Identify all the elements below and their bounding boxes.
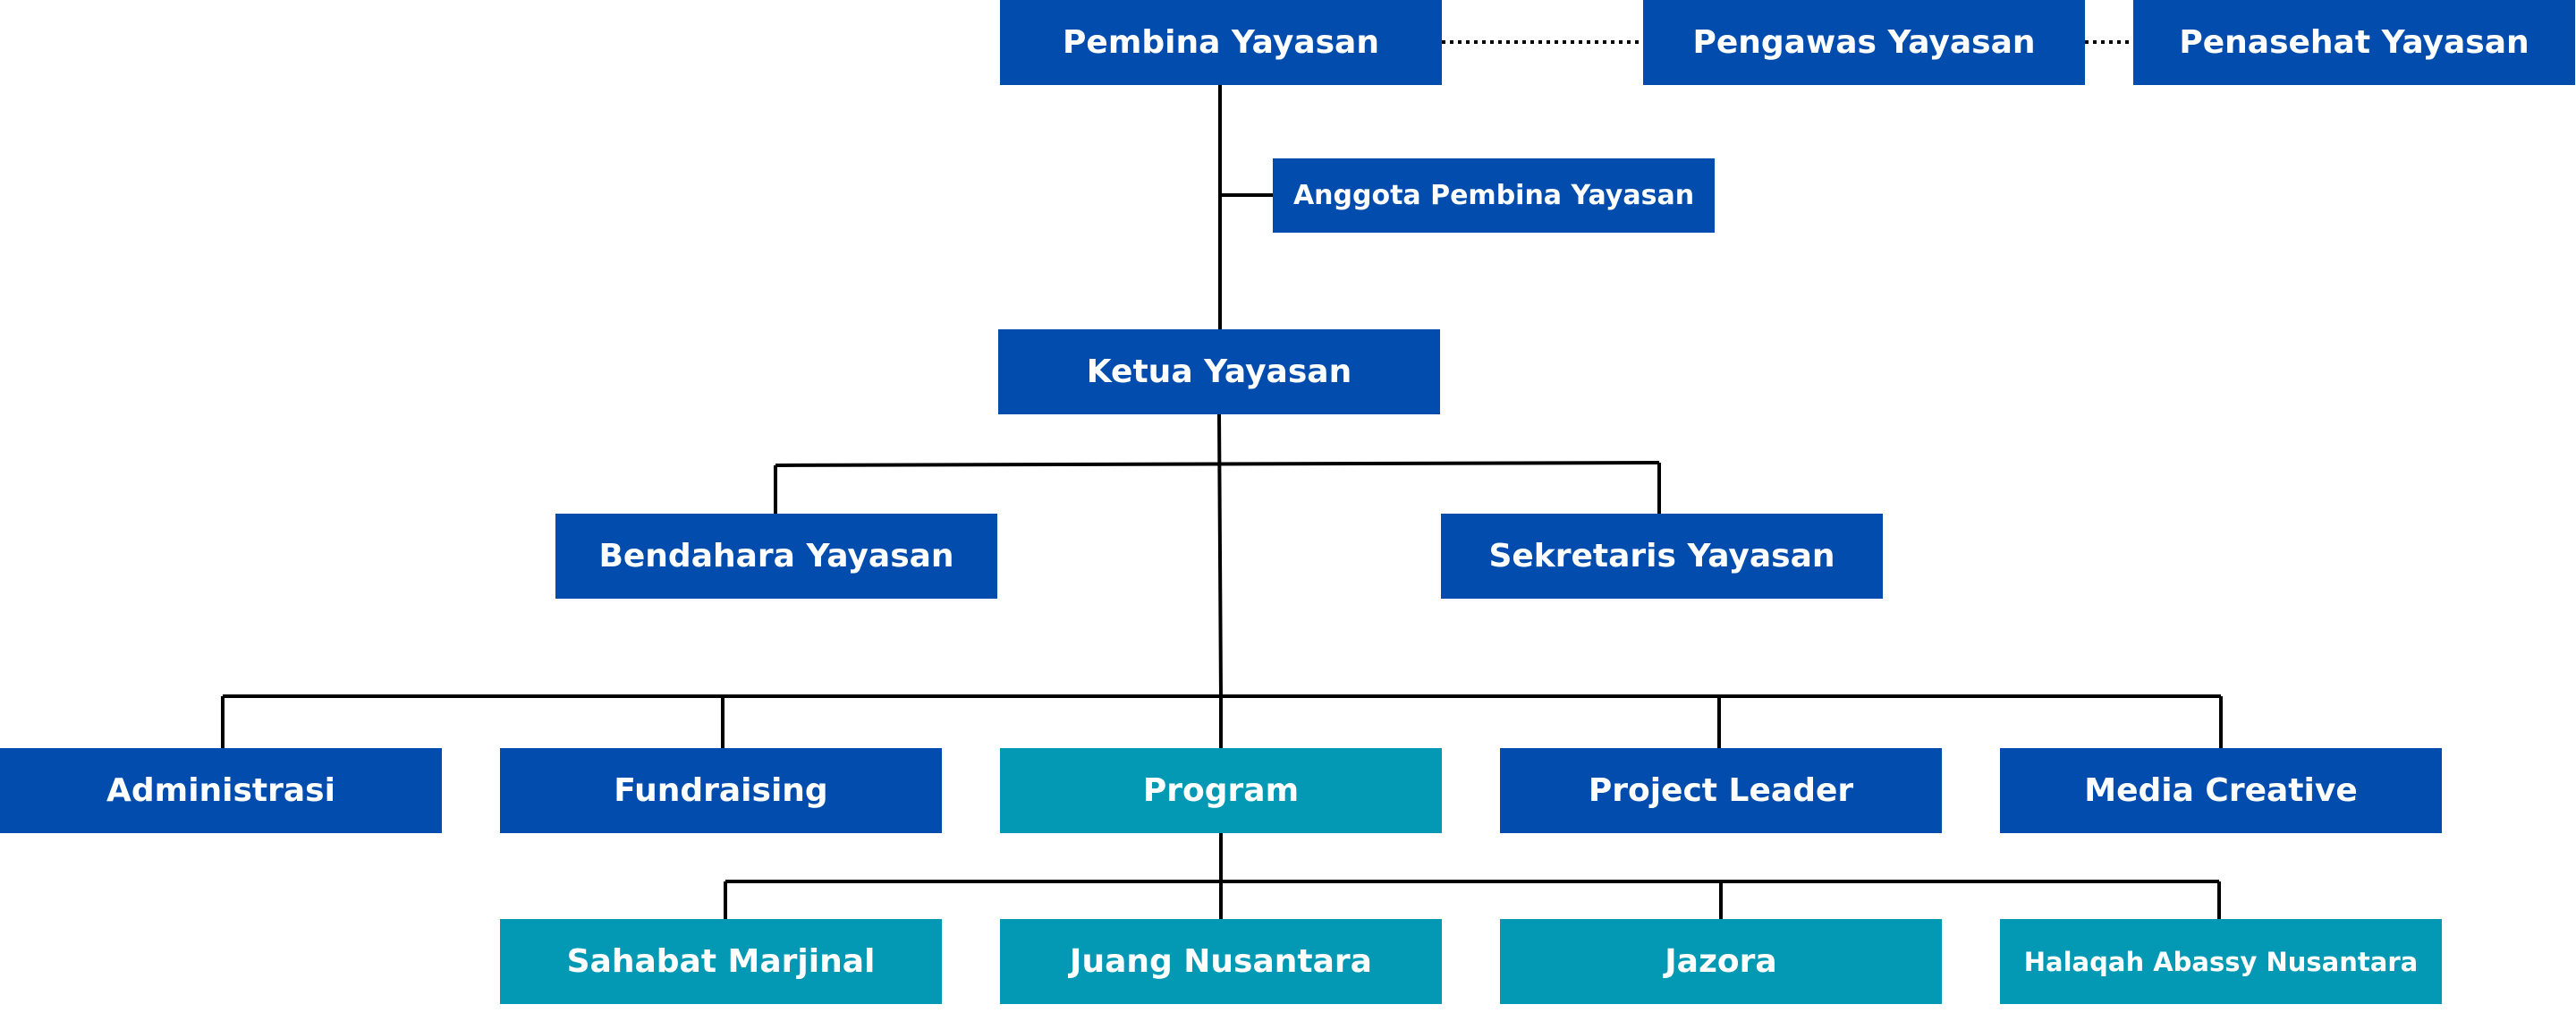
program-box: Program: [1000, 748, 1442, 833]
connector-staff-bar: [775, 461, 1660, 467]
fundraising-box: Fundraising: [500, 748, 942, 833]
juang-nusantara-box: Juang Nusantara: [1000, 919, 1442, 1004]
media-creative-box: Media Creative: [2000, 748, 2442, 833]
halaqah-abassy-nusantara-box: Halaqah Abassy Nusantara: [2000, 919, 2442, 1004]
jazora-box: Jazora: [1500, 919, 1942, 1004]
sahabat-marjinal-box: Sahabat Marjinal: [500, 919, 942, 1004]
administrasi-box: Administrasi: [0, 748, 442, 833]
penasehat-yayasan-box: Penasehat Yayasan: [2133, 0, 2575, 85]
pembina-yayasan-box: Pembina Yayasan: [1000, 0, 1442, 85]
anggota-pembina-yayasan-box: Anggota Pembina Yayasan: [1273, 158, 1715, 233]
pengawas-yayasan-box: Pengawas Yayasan: [1643, 0, 2085, 85]
bendahara-yayasan-box: Bendahara Yayasan: [555, 514, 997, 599]
ketua-yayasan-box: Ketua Yayasan: [998, 329, 1440, 414]
project-leader-box: Project Leader: [1500, 748, 1942, 833]
sekretaris-yayasan-box: Sekretaris Yayasan: [1441, 514, 1883, 599]
connector-ketua-down: [1217, 413, 1223, 697]
